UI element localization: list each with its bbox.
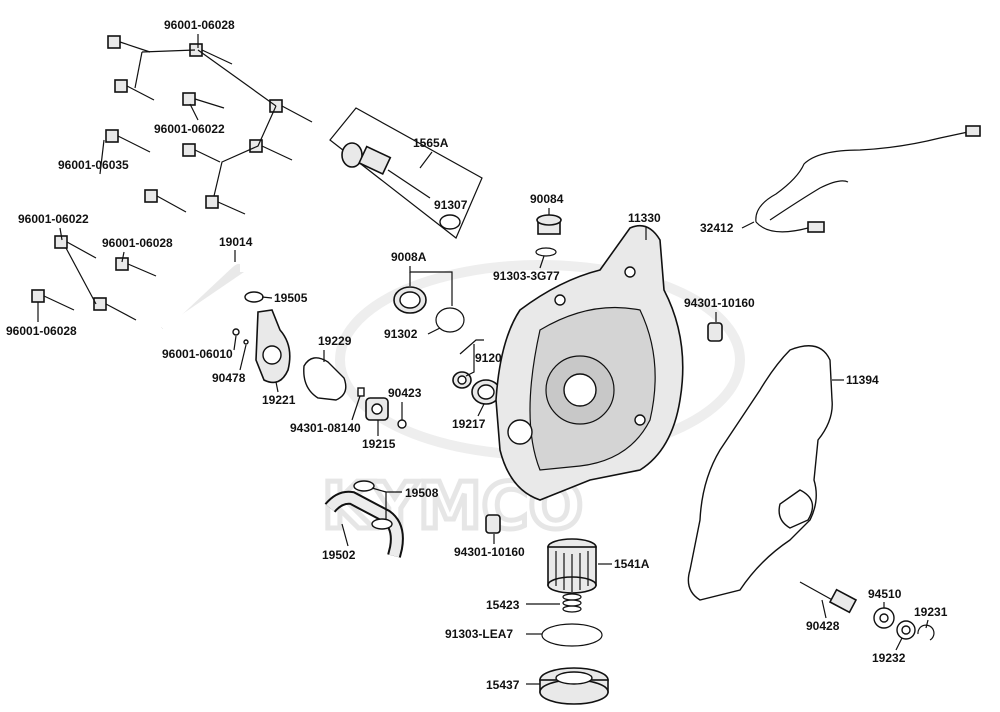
part-label-94301-10160[interactable]: 94301-10160	[684, 296, 755, 310]
part-label-1541A[interactable]: 1541A	[614, 557, 650, 571]
filter-cap[interactable]	[539, 667, 609, 705]
part-label-19014[interactable]: 19014	[219, 235, 253, 249]
part-label-9008A[interactable]: 9008A	[391, 250, 427, 264]
part-label-90423[interactable]: 90423	[388, 386, 422, 400]
part-label-11330[interactable]: 11330	[628, 211, 661, 225]
pump-gasket[interactable]	[303, 357, 347, 401]
sensor-wire[interactable]	[755, 131, 969, 223]
bolt[interactable]	[107, 35, 151, 53]
part-label-96001-06022[interactable]: 96001-06022	[18, 212, 89, 226]
sensor-connector[interactable]	[807, 221, 825, 233]
bolt[interactable]	[54, 235, 97, 259]
bolt[interactable]	[93, 297, 137, 321]
dipstick-o-ring[interactable]	[439, 214, 461, 230]
part-label-19221[interactable]: 19221	[262, 393, 296, 407]
hose-clamp[interactable]	[371, 518, 393, 530]
dowel-pin[interactable]	[707, 322, 723, 342]
bolt[interactable]	[105, 129, 151, 153]
circlip-94510[interactable]	[917, 624, 935, 641]
bolt-group	[31, 35, 313, 321]
part-label-19229[interactable]: 19229	[318, 334, 352, 348]
part-label-19508[interactable]: 19508	[405, 486, 439, 500]
bolt[interactable]	[114, 79, 155, 101]
part-label-91302[interactable]: 91302	[384, 327, 418, 341]
o-ring[interactable]	[243, 339, 249, 345]
part-label-32412[interactable]: 32412	[700, 221, 734, 235]
part-label-91307[interactable]: 91307	[434, 198, 468, 212]
bolt[interactable]	[269, 99, 313, 123]
cover-gasket[interactable]	[687, 345, 833, 601]
small-bolt[interactable]	[232, 328, 240, 336]
part-label-90478[interactable]: 90478	[212, 371, 246, 385]
part-label-91303-3G77[interactable]: 91303-3G77	[493, 269, 560, 283]
part-label-96001-06010[interactable]: 96001-06010	[162, 347, 233, 361]
oil-dipstick[interactable]	[341, 142, 431, 199]
filter-spring[interactable]	[562, 593, 582, 613]
part-label-11394[interactable]: 11394	[846, 373, 879, 387]
part-label-19217[interactable]: 19217	[452, 417, 486, 431]
part-label-19215[interactable]: 19215	[362, 437, 396, 451]
hose-clamp[interactable]	[353, 480, 375, 492]
bolt[interactable]	[189, 43, 233, 65]
dowel-pin[interactable]	[485, 514, 501, 534]
part-label-94301-08140[interactable]: 94301-08140	[290, 421, 361, 435]
part-label-91303-LEA7[interactable]: 91303-LEA7	[445, 627, 513, 641]
part-label-94301-10160[interactable]: 94301-10160	[454, 545, 525, 559]
washer[interactable]	[397, 419, 407, 429]
o-ring-3g77[interactable]	[535, 247, 557, 257]
bolt[interactable]	[182, 92, 225, 109]
part-label-96001-06022[interactable]: 96001-06022	[154, 122, 225, 136]
part-label-15437[interactable]: 15437	[486, 678, 520, 692]
part-label-96001-06028[interactable]: 96001-06028	[6, 324, 77, 338]
part-label-94510[interactable]: 19231	[914, 605, 948, 619]
o-ring-lea7[interactable]	[541, 623, 603, 647]
part-label-90428[interactable]: 94510	[868, 587, 902, 601]
dipstick-frame	[329, 107, 483, 239]
part-label-19231[interactable]: 90428	[806, 619, 840, 633]
part-label-15423[interactable]: 15423	[486, 598, 520, 612]
bolt[interactable]	[144, 189, 187, 213]
pin[interactable]	[357, 387, 365, 397]
hose-clamp[interactable]	[244, 291, 264, 303]
bolt[interactable]	[205, 195, 246, 215]
part-label-19502[interactable]: 19502	[322, 548, 356, 562]
part-label-90084[interactable]: 90084	[530, 192, 564, 206]
bolt[interactable]	[182, 143, 221, 163]
part-label-19505[interactable]: 19505	[274, 291, 308, 305]
pump-shaft[interactable]	[799, 581, 858, 614]
part-label-1565A[interactable]: 1565A	[413, 136, 449, 150]
bolt[interactable]	[249, 139, 293, 161]
part-label-96001-06028[interactable]: 96001-06028	[102, 236, 173, 250]
oil-filter[interactable]	[547, 538, 597, 594]
part-label-19232[interactable]: 19232	[872, 651, 906, 665]
part-label-96001-06035[interactable]: 96001-06035	[58, 158, 129, 172]
bolt[interactable]	[115, 257, 157, 277]
o-ring-91302[interactable]	[435, 307, 465, 333]
part-label-96001-06028[interactable]: 96001-06028	[164, 18, 235, 32]
